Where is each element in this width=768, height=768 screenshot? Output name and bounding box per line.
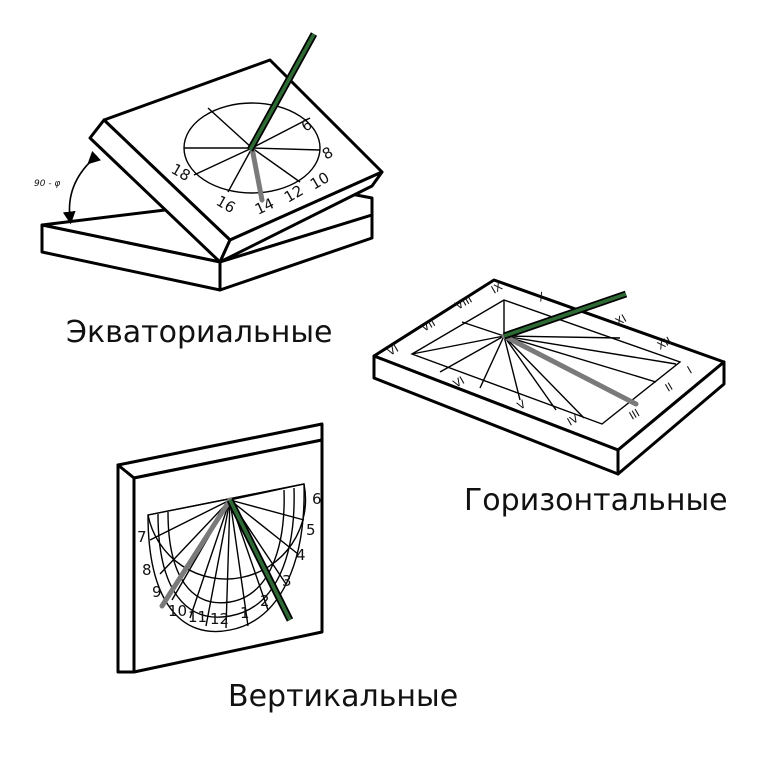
vertical-shadow	[159, 497, 233, 609]
vt-hour-4: 4	[296, 546, 306, 564]
horizontal-plate-side	[616, 360, 726, 476]
horizontal-gnomon-fill	[503, 292, 627, 338]
hz-hour-I: I	[685, 364, 694, 377]
angle-arc	[62, 150, 102, 225]
vt-hour-12: 12	[210, 610, 229, 628]
vertical-sundial: 7 8 9 10 11 12 1 2 3 4 5 6	[116, 422, 324, 674]
horizontal-sundial: VI VII VIII IX X XI XII I II III IV V VI	[372, 278, 726, 476]
horizontal-shadow	[501, 333, 639, 407]
vt-hour-2: 2	[260, 592, 270, 610]
vt-hour-11: 11	[188, 608, 207, 626]
vt-hour-8: 8	[142, 561, 152, 579]
hz-hour-VII: VII	[419, 316, 438, 334]
equatorial-gnomon-fill	[248, 33, 316, 151]
vt-hour-1: 1	[240, 604, 250, 622]
equatorial-shadow	[249, 145, 265, 203]
equatorial-plate-side-edge	[218, 170, 384, 264]
hz-hour-XII: XII	[655, 334, 674, 352]
caption-equatorial: Экваториальные	[66, 315, 333, 350]
vt-hour-6: 6	[312, 490, 322, 508]
equatorial-sundial: 6 8 10 12 14 16 18 90 - φ	[34, 32, 384, 292]
vertical-gnomon-fill	[228, 499, 292, 621]
caption-horizontal: Горизонтальные	[464, 483, 728, 518]
caption-vertical: Вертикальные	[228, 679, 458, 714]
vertical-dial-arc-3	[167, 489, 285, 604]
angle-label: 90 - φ	[34, 179, 60, 189]
vertical-plate-side	[116, 463, 136, 674]
vt-hour-9: 9	[152, 583, 162, 601]
vt-hour-10: 10	[168, 602, 187, 620]
vertical-dial-arc-1	[147, 483, 305, 633]
equatorial-base-side	[218, 213, 374, 292]
vt-hour-3: 3	[282, 572, 292, 590]
vertical-hour-labels: 7 8 9 10 11 12 1 2 3 4 5 6	[137, 490, 322, 628]
vertical-dial-arc-2	[157, 487, 295, 618]
vt-hour-7: 7	[137, 528, 147, 546]
vt-hour-5: 5	[306, 521, 316, 539]
horizontal-inner-border	[410, 299, 682, 425]
